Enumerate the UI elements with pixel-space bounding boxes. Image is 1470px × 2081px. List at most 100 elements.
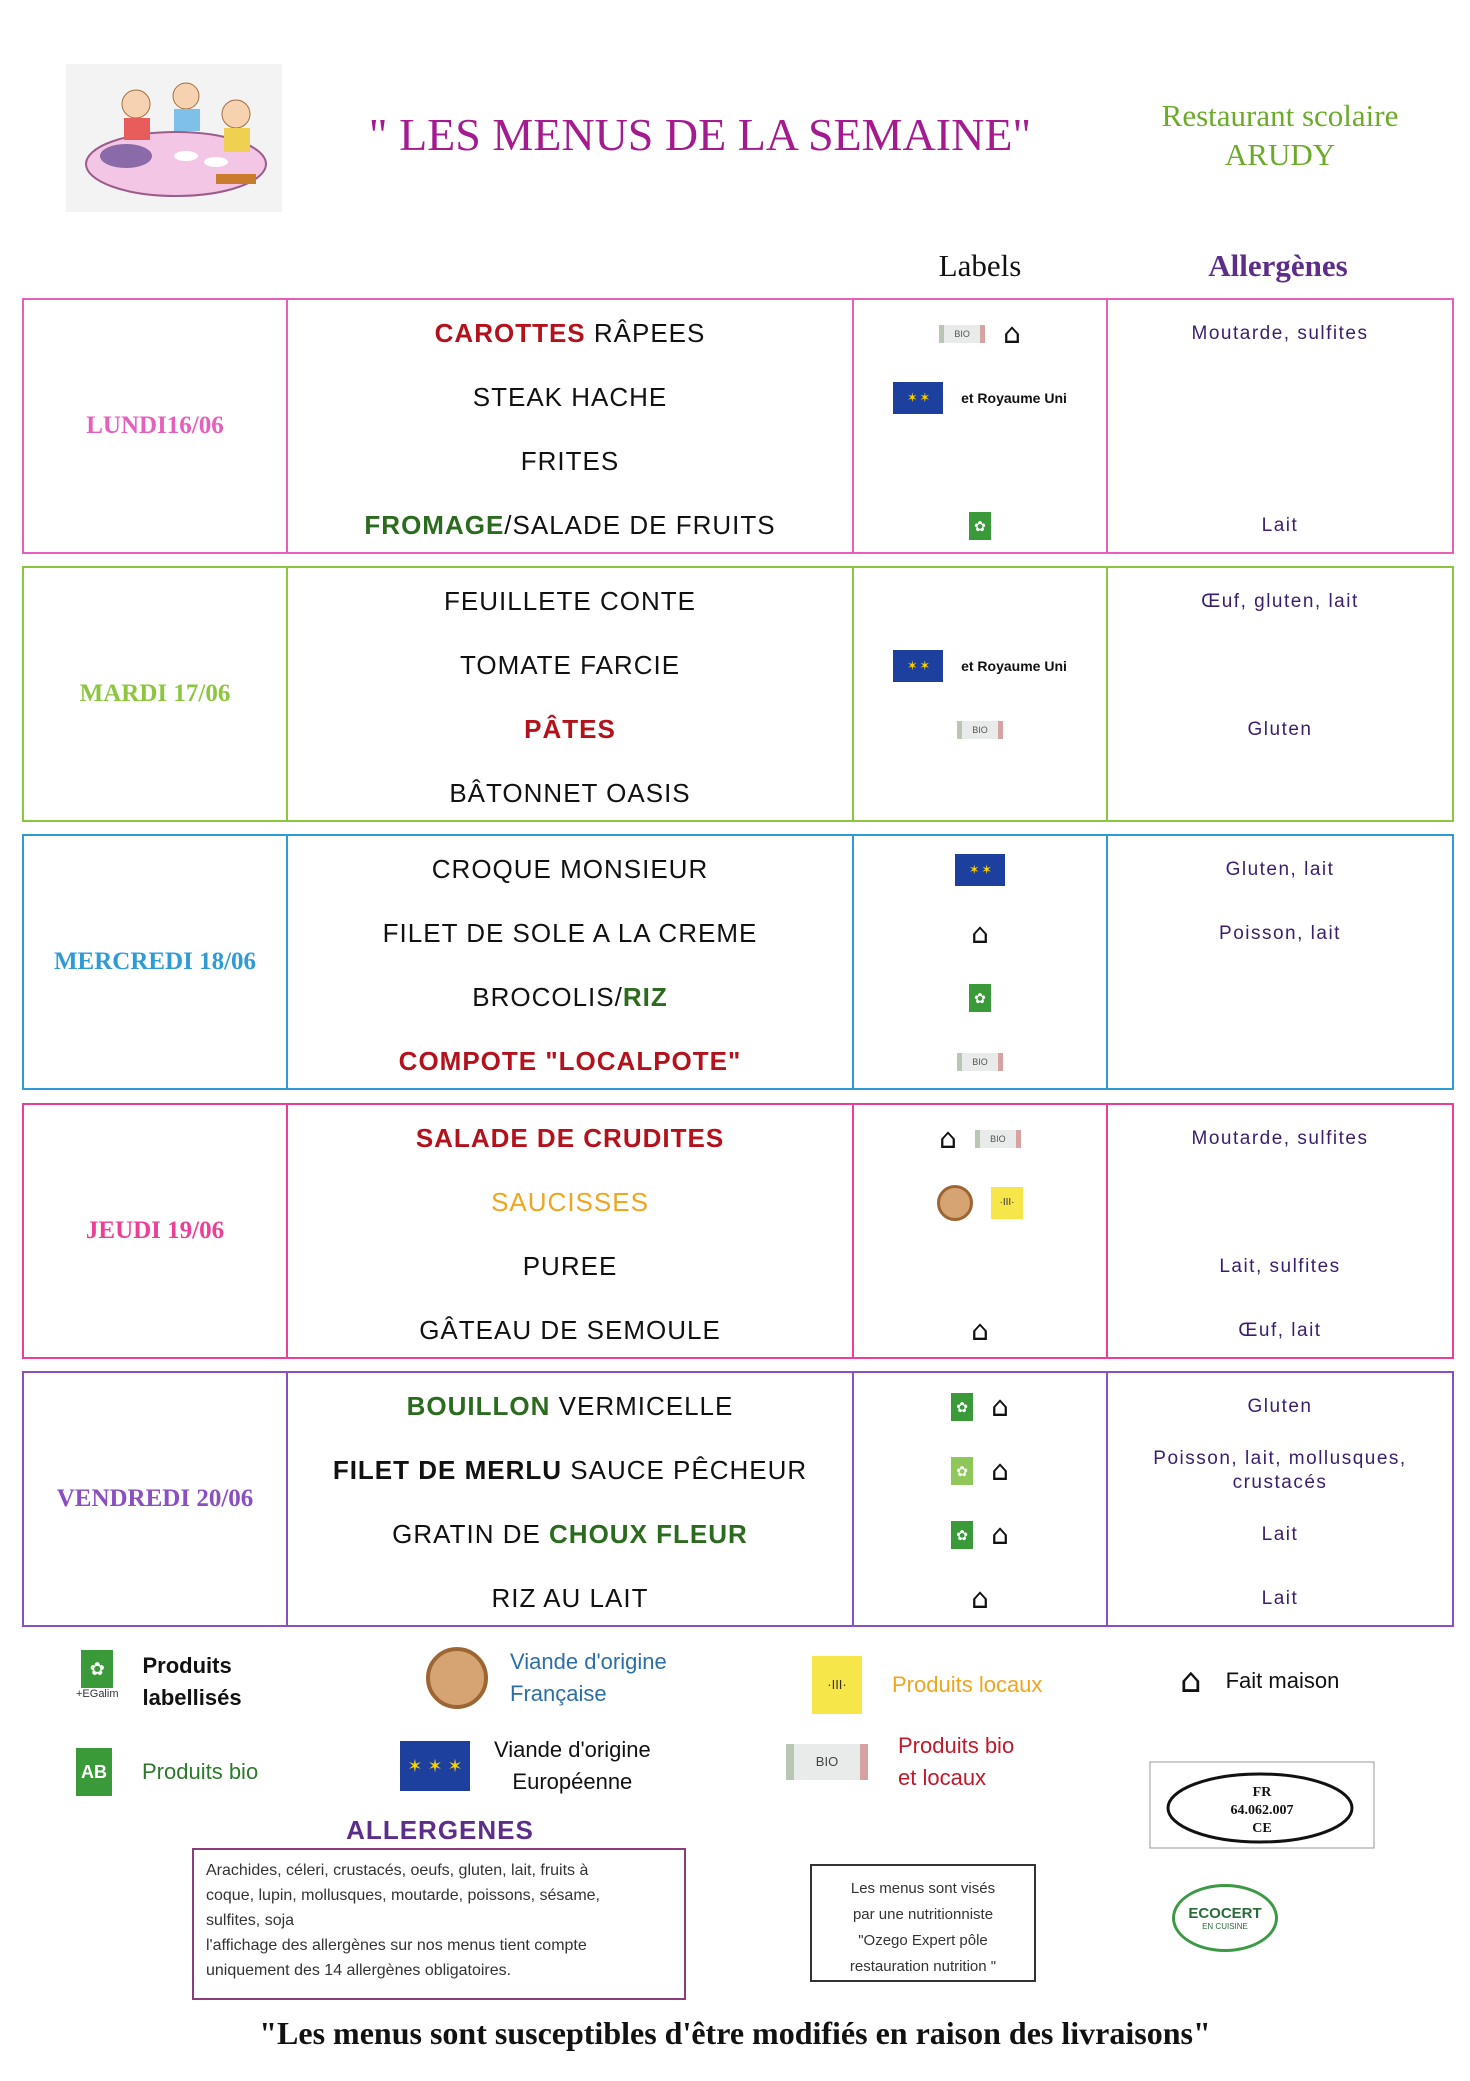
dish-text: COMPOTE "LOCALPOTE" <box>398 1046 742 1076</box>
legend-french-meat: Viande d'origine Française <box>426 1646 667 1710</box>
dish-text: BOUILLON <box>406 1391 551 1421</box>
dish-item: STEAK HACHE <box>288 382 852 413</box>
dish-text: RÂPEES <box>585 318 706 348</box>
dish-text: FRITES <box>520 446 620 476</box>
dish-text: RIZ <box>622 982 668 1012</box>
legend-french-meat-line2: Française <box>510 1681 607 1706</box>
allergen-line2: coque, lupin, mollusques, moutarde, pois… <box>206 1887 600 1904</box>
labels-column: ✶ ✶⌂✿BIO <box>854 836 1108 1088</box>
allergen-text: Gluten <box>1247 1396 1313 1417</box>
allergen-text: Lait, sulfites <box>1219 1256 1341 1277</box>
dish-item: SAUCISSES <box>288 1187 852 1218</box>
homemade-icon: ⌂ <box>1180 1661 1202 1701</box>
label-icons: ⌂ <box>854 1314 1106 1348</box>
dishes-column: FEUILLETE CONTE TOMATE FARCIE PÂTES BÂTONNE… <box>288 568 854 820</box>
dish-text: PÂTES <box>524 714 616 744</box>
allergen-text: Œuf, lait <box>1238 1320 1322 1341</box>
legend-local-label: Produits locaux <box>892 1672 1043 1697</box>
dish-text: GÂTEAU DE SEMOULE <box>419 1315 721 1345</box>
label-icons: BIO⌂ <box>854 317 1106 351</box>
europe-flag-icon: ✶ ✶ <box>893 650 944 682</box>
homemade-icon: ⌂ <box>1003 317 1021 350</box>
dish-item: FROMAGE/SALADE DE FRUITS <box>288 510 852 541</box>
allergen-text: Poisson, lait <box>1219 923 1341 944</box>
legend-bio-local: BIO Produits bio et locaux <box>786 1730 1014 1794</box>
ecocert-line2: EN CUISINE <box>1202 1922 1248 1931</box>
label-icons: ✶ ✶ <box>854 853 1106 887</box>
nutrition-line1: Les menus sont visés <box>850 1880 996 1897</box>
label-icons: BIO <box>854 1045 1106 1079</box>
french-meat-icon <box>426 1647 488 1709</box>
footer-note: "Les menus sont susceptibles d'être modi… <box>259 2015 1211 2051</box>
dish-text: CHOUX FLEUR <box>549 1519 748 1549</box>
dishes-column: CAROTTES RÂPEES STEAK HACHE FRITES FROMAGE/… <box>288 300 854 552</box>
label-icons: ✿⌂ <box>854 1390 1106 1424</box>
page-title: " LES MENUS DE LA SEMAINE" <box>368 109 1032 160</box>
legend-labelled: ✿ +EGalim Produits labellisés <box>76 1650 242 1714</box>
allergen-section-title: ALLERGENES <box>346 1815 534 1845</box>
legend-labelled-line2: labellisés <box>142 1685 242 1710</box>
day-name: MERCREDI 18/06 <box>24 836 288 1088</box>
day-name: MARDI 17/06 <box>24 568 288 820</box>
restaurant-name: Restaurant scolaire ARUDY <box>1120 96 1440 174</box>
dish-text: SAUCISSES <box>491 1187 649 1217</box>
day-block: LUNDI16/06 CAROTTES RÂPEES STEAK HACHE FRIT… <box>22 298 1454 554</box>
legend-homemade: ⌂ Fait maison <box>1180 1664 1339 1698</box>
dish-item: CROQUE MONSIEUR <box>288 854 852 885</box>
europe-flag-icon: ✶ ✶ ✶ <box>400 1741 470 1791</box>
nutrition-line4: restauration nutrition " <box>849 1958 997 1975</box>
label-icons: ✿⌂ <box>854 1518 1106 1552</box>
dish-item: TOMATE FARCIE <box>288 650 852 681</box>
day-name: LUNDI16/06 <box>24 300 288 552</box>
allergen-line1: Arachides, céleri, crustacés, oeufs, glu… <box>206 1862 589 1879</box>
dish-text: CAROTTES <box>434 318 586 348</box>
dish-text: FEUILLETE CONTE <box>444 586 696 616</box>
ab-bio-icon: AB <box>76 1748 112 1796</box>
allergen-text: Lait <box>1261 1588 1299 1609</box>
dish-text: RIZ AU LAIT <box>491 1583 649 1613</box>
dish-item: GRATIN DE CHOUX FLEUR <box>288 1519 852 1550</box>
ecocert-logo: ECOCERT EN CUISINE <box>1172 1884 1278 1952</box>
uk-origin-text: et Royaume Uni <box>961 658 1067 674</box>
europe-flag-icon: ✶ ✶ <box>893 382 944 414</box>
bio-local-icon: BIO <box>974 1130 1021 1148</box>
day-name: JEUDI 19/06 <box>24 1105 288 1357</box>
dish-item: BÂTONNET OASIS <box>288 778 852 809</box>
legend-eu-meat-line1: Viande d'origine <box>494 1737 651 1762</box>
msc-icon: ✿ <box>951 1457 974 1485</box>
dish-item: FILET DE MERLU SAUCE PÊCHEUR <box>288 1455 852 1486</box>
restaurant-line2: ARUDY <box>1224 137 1336 172</box>
allergen-line4: l'affichage des allergènes sur nos menus… <box>206 1937 587 1954</box>
allergen-text: Œuf, gluten, lait <box>1201 591 1359 612</box>
homemade-icon: ⌂ <box>939 1122 957 1155</box>
dish-item: SALADE DE CRUDITES <box>288 1123 852 1154</box>
homemade-icon: ⌂ <box>991 1518 1009 1551</box>
bio-local-icon: BIO <box>957 721 1003 739</box>
bio-local-icon: BIO <box>957 1053 1003 1071</box>
allergen-text: Moutarde, sulfites <box>1191 1128 1369 1149</box>
dish-item: FEUILLETE CONTE <box>288 586 852 617</box>
legend-bio-label: Produits bio <box>142 1759 259 1784</box>
label-icon: ✿ <box>951 1521 974 1549</box>
dish-text: SALADE DE CRUDITES <box>415 1123 725 1153</box>
allergen-text: Moutarde, sulfites <box>1191 323 1369 344</box>
stamp-line1: FR <box>1252 1785 1272 1800</box>
uk-origin-text: et Royaume Uni <box>961 390 1067 406</box>
dish-item: COMPOTE "LOCALPOTE" <box>288 1046 852 1077</box>
dish-item: FILET DE SOLE A LA CREME <box>288 918 852 949</box>
label-icons: ✿ <box>854 981 1106 1015</box>
label-icons: BIO <box>854 713 1106 747</box>
dish-item: FRITES <box>288 446 852 477</box>
nutrition-line3: "Ozego Expert pôle <box>858 1932 988 1949</box>
labels-column: ✿⌂✿⌂✿⌂⌂ <box>854 1373 1108 1625</box>
dish-text: GRATIN DE <box>392 1519 550 1549</box>
legend-homemade-label: Fait maison <box>1225 1668 1340 1693</box>
allergen-line3: sulfites, soja <box>206 1912 295 1929</box>
label-icons: ✿ <box>854 509 1106 543</box>
dish-text: FROMAGE <box>364 510 505 540</box>
